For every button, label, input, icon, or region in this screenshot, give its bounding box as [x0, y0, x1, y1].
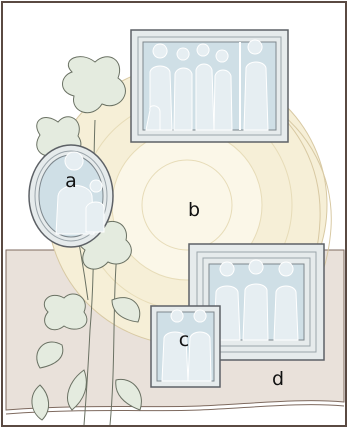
rose-bloom-top [62, 56, 126, 114]
label-d: d [272, 368, 284, 390]
label-c: c [179, 329, 189, 351]
oval-frame [28, 144, 114, 248]
large-photo-frame [188, 243, 325, 361]
rose-bloom-low [43, 293, 88, 331]
small-photo-frame [150, 305, 221, 388]
label-b: b [188, 199, 200, 221]
group-photo-frame [130, 29, 289, 143]
table-edge [5, 404, 345, 415]
label-a: a [65, 170, 77, 192]
